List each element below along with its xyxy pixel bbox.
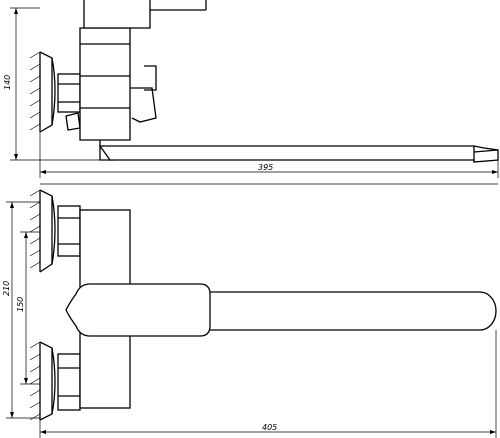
- dim-150-label: 150: [16, 297, 25, 312]
- dim-405-label: 405: [262, 423, 277, 432]
- dim-395-label: 395: [258, 163, 273, 172]
- side-view: 140 395: [3, 0, 499, 178]
- side-view-flange: [39, 51, 56, 133]
- side-view-connector: [57, 73, 81, 113]
- plan-view-lever: [65, 283, 211, 337]
- side-view-body: [79, 27, 131, 141]
- side-view-shower-hook: [130, 87, 157, 123]
- plan-view-connector-lower: [57, 353, 81, 411]
- dim-210: 210: [2, 201, 40, 419]
- plan-view-wall-upper: [29, 189, 41, 272]
- side-view-diverter: [65, 112, 81, 131]
- plan-view-wall-lower: [29, 341, 41, 421]
- dim-395: 395: [39, 132, 499, 178]
- dim-140: 140: [3, 7, 100, 161]
- side-view-wall: [29, 51, 41, 132]
- dim-405: 405: [39, 330, 497, 438]
- side-view-lever: [83, 0, 151, 29]
- plan-view: 210 150 405: [2, 183, 498, 438]
- dim-210-label: 210: [2, 281, 11, 296]
- dim-150: 150: [16, 231, 40, 385]
- plan-view-spout: [207, 291, 497, 331]
- plan-view-connector-upper: [57, 205, 81, 257]
- side-view-spout: [98, 145, 499, 163]
- dim-140-label: 140: [3, 75, 12, 90]
